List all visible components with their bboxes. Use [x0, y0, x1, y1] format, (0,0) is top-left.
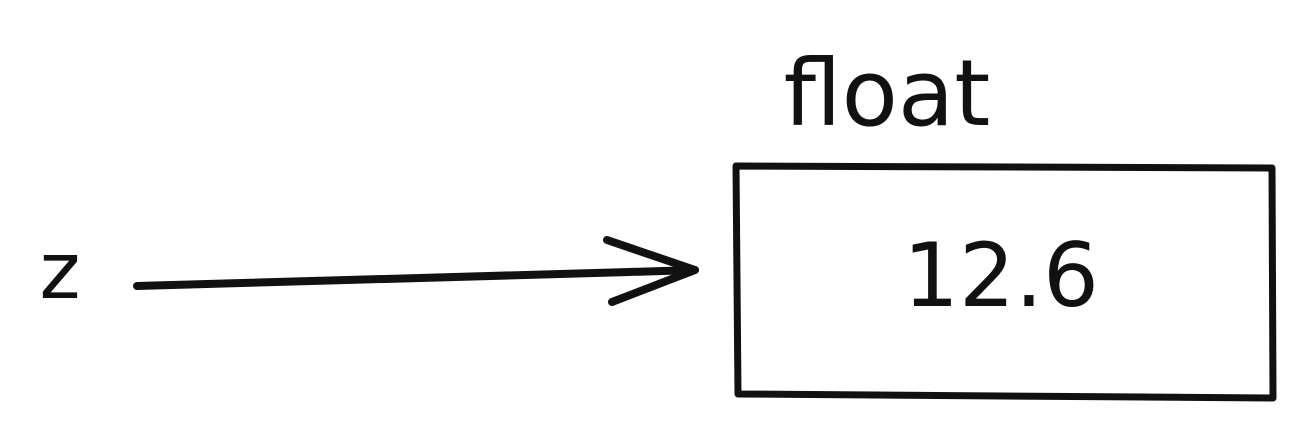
value-label: 12.6 [903, 224, 1099, 327]
value-box [732, 162, 1277, 402]
variable-name-label: z [40, 227, 81, 317]
reference-arrow-head-icon [603, 236, 699, 306]
type-label: float [784, 40, 991, 147]
reference-arrow-shaft [133, 266, 699, 290]
